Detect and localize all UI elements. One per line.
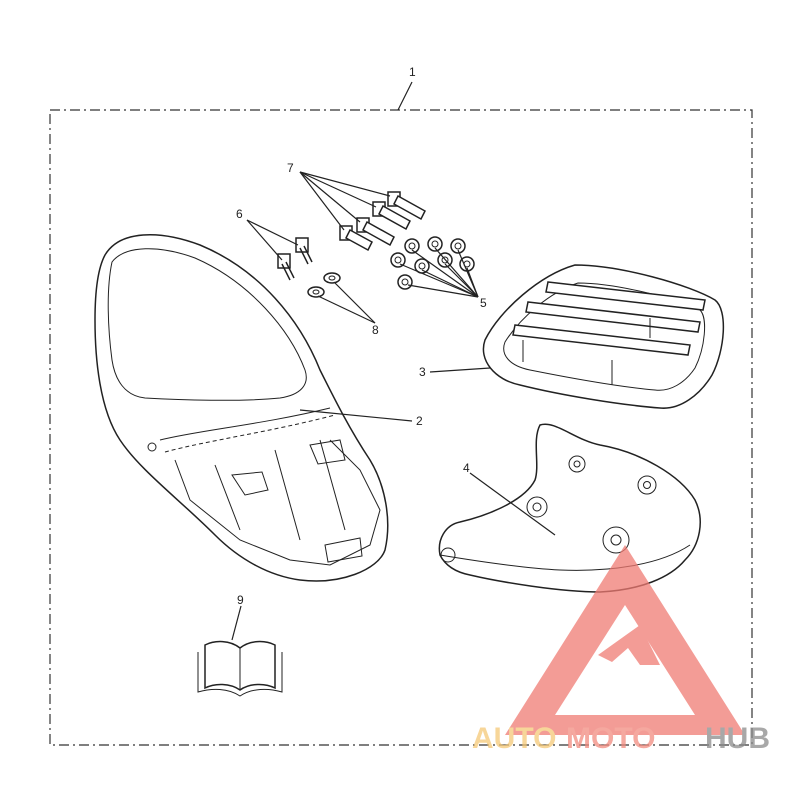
callout-4: 4	[463, 461, 470, 475]
kit-boundary	[49, 109, 753, 746]
callout-5: 5	[480, 296, 487, 310]
callout-2: 2	[416, 414, 423, 428]
callout-8: 8	[372, 323, 379, 337]
automotohub-watermark: AUTO MOTO HUB	[472, 545, 770, 755]
watermark-inner-mark	[598, 625, 660, 665]
callout-3: 3	[419, 365, 426, 379]
callout-9: 9	[237, 593, 244, 607]
washer-set-part	[307, 272, 341, 298]
mounting-plate-part	[438, 423, 701, 593]
seat-part	[94, 234, 389, 582]
callout-7: 7	[287, 161, 294, 175]
callout-6: 6	[236, 207, 243, 221]
bolt-washer-set-part	[277, 237, 313, 281]
watermark-word-hub: HUB	[705, 722, 770, 755]
watermark-word-moto: MOTO	[566, 722, 655, 755]
nut-set-part	[390, 236, 475, 290]
luggage-rack-part	[482, 264, 725, 409]
watermark-word-auto: AUTO	[472, 722, 556, 755]
watermark-triangle-logo	[505, 545, 745, 735]
instruction-book-icon	[197, 640, 283, 697]
leader-lines	[231, 81, 556, 641]
callout-1: 1	[409, 65, 416, 79]
